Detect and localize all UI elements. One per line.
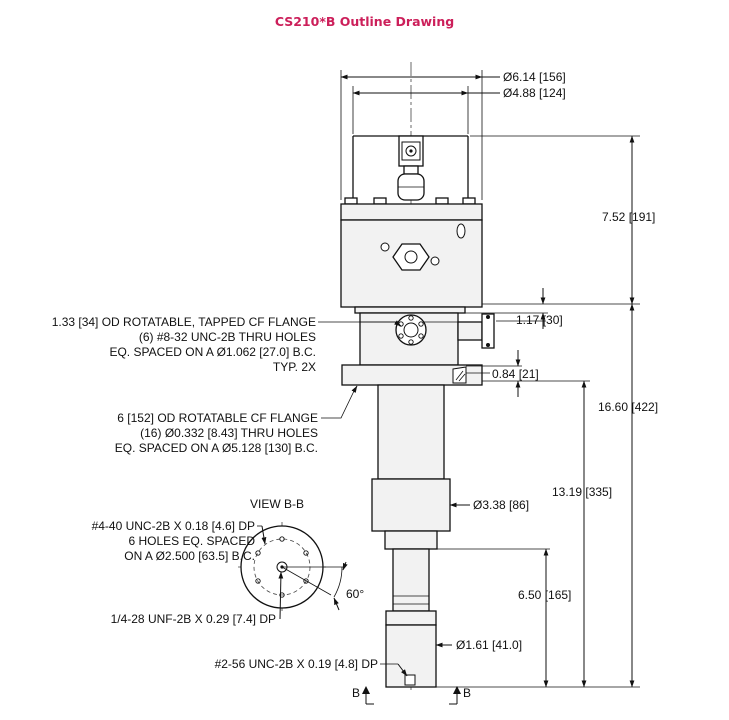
view-title: VIEW B-B (250, 497, 304, 511)
note-small-flange-line-4: TYP. 2X (273, 360, 316, 374)
note-center-hole: 1/4-28 UNF-2B X 0.29 [7.4] DP (111, 612, 276, 626)
view-angle: 60° (346, 587, 364, 601)
note-big-flange-line-1: 6 [152] OD ROTATABLE CF FLANGE (117, 411, 318, 425)
note-small-flange-line-1: 1.33 [34] OD ROTATABLE, TAPPED CF FLANGE (52, 315, 316, 329)
connector-icon (398, 135, 424, 175)
dim-lower-height: 13.19 [335] (552, 485, 612, 499)
hex-nut-top (397, 173, 425, 201)
note-big-flange-line-2: (16) Ø0.332 [8.43] THRU HOLES (140, 426, 318, 440)
drawing-title: CS210*B Outline Drawing (274, 14, 455, 29)
dim-flange-thickness: 0.84 [21] (492, 367, 539, 381)
dim-flange-offset-arrows (496, 288, 546, 329)
dim-mid-dia: Ø3.38 [86] (473, 498, 529, 512)
note-bolt-holes-line-2: 6 HOLES EQ. SPACED (129, 534, 256, 548)
dim-flange-offset: 1.17 [30] (516, 313, 563, 327)
dim-flange-thickness-arrows (466, 350, 521, 397)
section-marker-right (449, 686, 461, 705)
bolt-hole-note: #4-40 UNC-2B X 0.18 [4.6] DP 6 HOLES EQ.… (92, 519, 256, 563)
big-cf-flange (341, 364, 483, 386)
upper-housing (340, 203, 483, 308)
small-cf-flange-body (354, 306, 495, 366)
section-label-left: B (352, 686, 360, 700)
dim-top-outer-dia: Ø6.14 [156] (503, 70, 566, 84)
note-bolt-holes-line-1: #4-40 UNC-2B X 0.18 [4.6] DP (92, 519, 255, 533)
note-small-flange-line-2: (6) #8-32 UNC-2B THRU HOLES (139, 330, 316, 344)
big-flange-note: 6 [152] OD ROTATABLE CF FLANGE (16) Ø0.3… (115, 385, 358, 455)
dim-top-inner-dia: Ø4.88 [124] (503, 86, 566, 100)
note-big-flange-line-3: EQ. SPACED ON A Ø5.128 [130] B.C. (115, 441, 318, 455)
dim-upper-height: 7.52 [191] (602, 210, 655, 224)
section-marker-left (362, 686, 374, 705)
dim-overall-height: 16.60 [422] (598, 400, 658, 414)
note-small-flange-line-3: EQ. SPACED ON A Ø1.062 [27.0] B.C. (109, 345, 316, 359)
tip-hole-leader (380, 663, 408, 677)
note-bolt-holes-line-3: ON A Ø2.500 [63.5] B.C. (124, 549, 255, 563)
section-label-right: B (463, 686, 471, 700)
dim-extension-lines (436, 135, 640, 688)
dim-top-diameters (340, 70, 500, 200)
view-bb (238, 522, 348, 620)
small-flange-note: 1.33 [34] OD ROTATABLE, TAPPED CF FLANGE… (52, 315, 402, 374)
lower-tube (371, 384, 451, 688)
dim-tip-dia: Ø1.61 [41.0] (456, 638, 522, 652)
note-tip-hole: #2-56 UNC-2B X 0.19 [4.8] DP (215, 657, 378, 671)
dim-tip-length: 6.50 [165] (518, 588, 571, 602)
